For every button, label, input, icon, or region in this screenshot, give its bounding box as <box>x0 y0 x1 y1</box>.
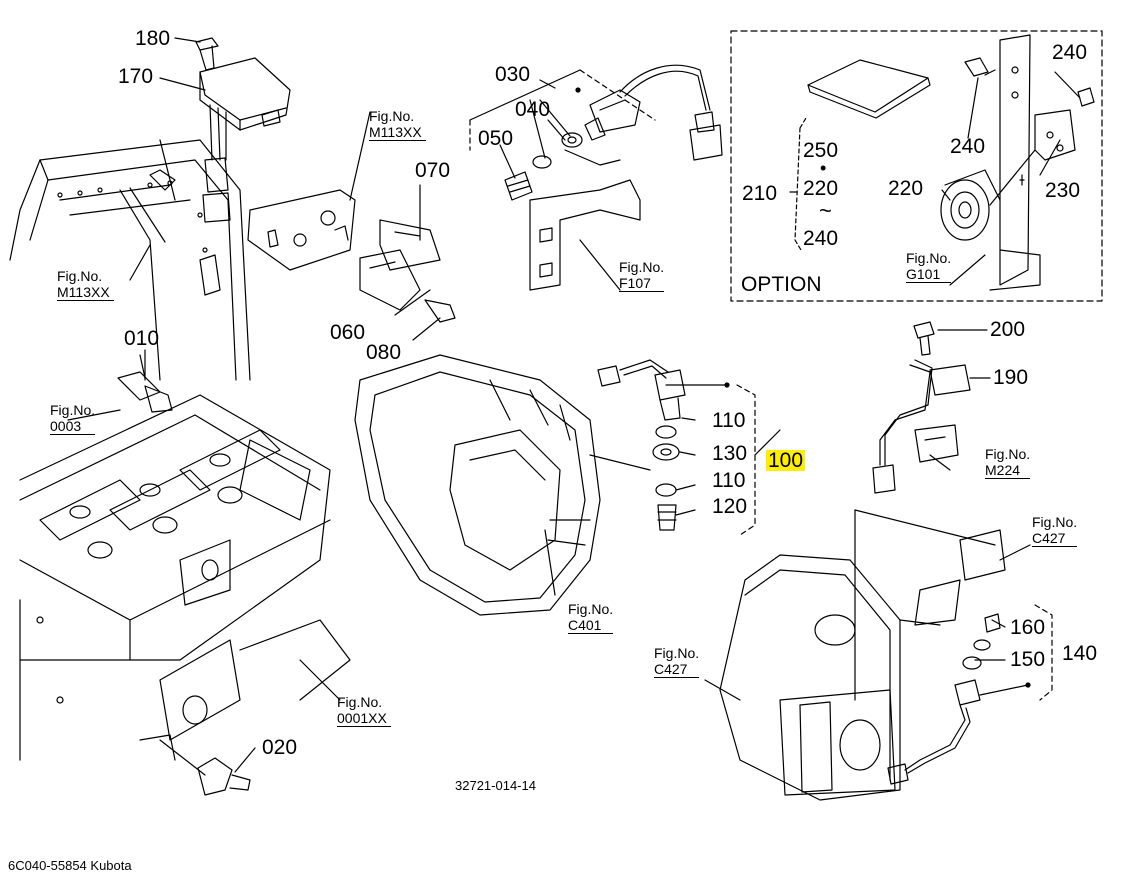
fig-ref-label: Fig.No. <box>654 645 700 661</box>
callout-240: 240 <box>803 227 839 250</box>
fig-ref-number: M224 <box>985 462 1031 480</box>
callout-200: 200 <box>990 318 1026 341</box>
solenoid-bracket-assembly <box>247 189 456 323</box>
cab-frame-drawing <box>9 139 251 381</box>
fig-ref-number: C401 <box>568 617 614 635</box>
fig-ref-label: Fig.No. <box>337 694 383 710</box>
callout-250: 250 <box>803 139 839 162</box>
callout-080: 080 <box>366 341 402 364</box>
callout-050: 050 <box>478 127 514 150</box>
drawing-code: 32721-014-14 <box>455 778 536 793</box>
sensor-assembly-100 <box>597 359 756 536</box>
fig-ref-c427-right[interactable]: Fig.No. C427 <box>1032 514 1078 548</box>
callout-220: 220 <box>803 177 839 200</box>
fig-ref-0001xx[interactable]: Fig.No. 0001XX <box>337 694 391 728</box>
callout-110a: 110 <box>712 409 746 432</box>
fig-ref-label: Fig.No. <box>57 268 103 284</box>
oil-pressure-switch-assembly <box>469 64 723 291</box>
range-dot: • <box>820 158 827 178</box>
sensor-020 <box>159 739 251 796</box>
callout-180: 180 <box>135 27 171 50</box>
callout-060: 060 <box>330 321 366 344</box>
callout-210: 210 <box>742 182 778 205</box>
callout-040: 040 <box>515 98 551 121</box>
fig-ref-label: Fig.No. <box>369 108 415 124</box>
flywheel-housing-drawing <box>354 354 651 616</box>
callout-230: 230 <box>1045 179 1081 202</box>
switch-assembly-190 <box>872 321 971 494</box>
fig-ref-m113xx-left[interactable]: Fig.No. M113XX <box>57 268 114 302</box>
callout-120: 120 <box>712 495 748 518</box>
callout-190: 190 <box>993 366 1029 389</box>
callout-150: 150 <box>1010 648 1046 671</box>
callout-240-top-right: 240 <box>1052 41 1088 64</box>
fig-ref-number: M113XX <box>57 284 114 302</box>
range-tilde: ~ <box>819 198 832 223</box>
fig-ref-label: Fig.No. <box>50 402 96 418</box>
temp-sensor-010 <box>117 354 173 413</box>
fig-ref-label: Fig.No. <box>985 446 1031 462</box>
leader-lines <box>67 37 1081 773</box>
fig-ref-number: C427 <box>1032 530 1078 548</box>
horn-option-drawing <box>807 34 1095 291</box>
callout-020: 020 <box>262 736 298 759</box>
fig-ref-label: Fig.No. <box>619 259 665 275</box>
callout-170: 170 <box>118 65 154 88</box>
gear-case-drawing <box>719 509 1053 801</box>
callout-110b: 110 <box>712 469 746 492</box>
relay-unit-170 <box>159 37 291 223</box>
callout-130: 130 <box>712 442 748 465</box>
image-footer-caption: 6C040-55854 Kubota <box>8 858 132 873</box>
fig-ref-m113xx-top[interactable]: Fig.No. M113XX <box>369 108 426 142</box>
fig-ref-c401[interactable]: Fig.No. C401 <box>568 601 614 635</box>
callout-220-horn: 220 <box>888 177 924 200</box>
fig-ref-number: C427 <box>654 661 700 679</box>
callout-140: 140 <box>1062 642 1098 665</box>
callout-010: 010 <box>124 327 160 350</box>
option-box <box>730 30 1103 302</box>
engine-block-drawing <box>19 394 351 761</box>
fig-ref-number: 0003 <box>50 418 96 436</box>
fig-ref-0003[interactable]: Fig.No. 0003 <box>50 402 96 436</box>
fig-ref-c427-left[interactable]: Fig.No. C427 <box>654 645 700 679</box>
fig-ref-g101[interactable]: Fig.No. G101 <box>906 250 952 284</box>
callout-240-middle: 240 <box>950 135 986 158</box>
fig-ref-number: 0001XX <box>337 710 391 728</box>
fig-ref-number: F107 <box>619 275 665 293</box>
fig-ref-label: Fig.No. <box>568 601 614 617</box>
callout-100-highlighted: 100 <box>766 449 806 472</box>
callout-030: 030 <box>495 63 531 86</box>
fig-ref-f107[interactable]: Fig.No. F107 <box>619 259 665 293</box>
callout-160: 160 <box>1010 616 1046 639</box>
fig-ref-label: Fig.No. <box>1032 514 1078 530</box>
fig-ref-number: M113XX <box>369 124 426 142</box>
fig-ref-m224[interactable]: Fig.No. M224 <box>985 446 1031 480</box>
callout-070: 070 <box>415 159 451 182</box>
option-label: OPTION <box>741 273 822 296</box>
fig-ref-label: Fig.No. <box>906 250 952 266</box>
fig-ref-number: G101 <box>906 266 952 284</box>
